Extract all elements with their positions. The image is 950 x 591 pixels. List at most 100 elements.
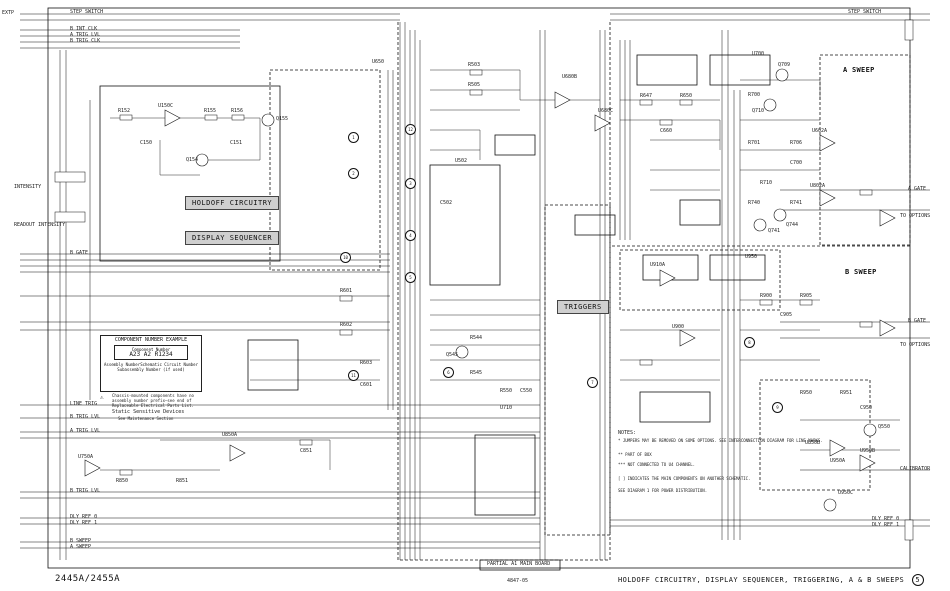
component-example-mid-note: Subassembly Number (if used) <box>117 367 185 372</box>
ic-label: U950 <box>745 254 758 260</box>
part-label: R544 <box>470 335 483 341</box>
ic-label: Q710 <box>752 108 765 114</box>
part-label: R706 <box>790 140 803 146</box>
diagram-title: HOLDOFF CIRCUITRY, DISPLAY SEQUENCER, TR… <box>618 574 924 586</box>
ic-label: U650 <box>372 59 385 65</box>
left-label: B TRIG LVL <box>70 488 101 494</box>
ic-label: Q709 <box>778 62 791 68</box>
page-ref-circle: 1 <box>348 132 359 143</box>
right-label: DLY REF 1 <box>872 522 900 528</box>
note-line: *** NOT CONNECTED TO U4 CHANNEL. <box>618 462 696 467</box>
diagram-title-text: HOLDOFF CIRCUITRY, DISPLAY SEQUENCER, TR… <box>618 576 905 584</box>
ic-label: Q154 <box>186 157 199 163</box>
right-label: A GATE <box>908 186 927 192</box>
left-label: LINE TRIG <box>70 401 98 407</box>
left-label: B SWEEP <box>70 538 92 544</box>
static-note-line2: See Maintenance Section <box>118 416 174 421</box>
part-label: R900 <box>760 293 773 299</box>
vertical-trunks <box>59 22 741 560</box>
connector-symbols <box>54 19 914 541</box>
right-label: TO OPTIONS <box>900 342 931 348</box>
triggers-label: TRIGGERS <box>557 300 609 314</box>
part-label: R905 <box>800 293 813 299</box>
ic-label: U150C <box>158 103 174 109</box>
page-ref-circle: 7 <box>587 377 598 388</box>
ic-label: Q744 <box>786 222 799 228</box>
page-ref-circle: 6 <box>443 367 454 378</box>
ic-label: Q741 <box>768 228 781 234</box>
a-sweep-label: A SWEEP <box>843 66 875 74</box>
part-label: C905 <box>780 312 793 318</box>
holdoff-circuitry-label: HOLDOFF CIRCUITRY <box>185 196 280 210</box>
component-example-notes: Assembly Number Schematic Circuit Number <box>101 362 201 367</box>
page-ref-circle: 5 <box>405 272 416 283</box>
part-label: R601 <box>340 288 353 294</box>
part-label: C660 <box>660 128 673 134</box>
part-label: R951 <box>840 390 853 396</box>
left-label: EXTP <box>2 10 15 16</box>
right-label: STEP SWITCH <box>848 9 882 15</box>
right-label: CALIBRATOR <box>900 466 931 472</box>
component-example-code: A23 A2 R1234 <box>129 351 173 358</box>
part-label: C502 <box>440 200 453 206</box>
part-label: R602 <box>340 322 353 328</box>
part-label: R647 <box>640 93 653 99</box>
ic-label: U680B <box>562 74 578 80</box>
page-ref-circle: 10 <box>340 252 351 263</box>
opamp-symbols <box>84 91 896 477</box>
part-label: R741 <box>790 200 803 206</box>
component-example-left-note: Assembly Number <box>104 362 141 367</box>
part-label: R850 <box>116 478 129 484</box>
page-ref-circle: 12 <box>405 124 416 135</box>
left-label: A SWEEP <box>70 544 92 550</box>
sheet-number: 5 <box>911 574 924 586</box>
right-label: B GATE <box>908 318 927 324</box>
ic-label: Q155 <box>276 116 289 122</box>
ic-label: U802A <box>810 183 826 189</box>
component-footnote-1: Chassis-mounted components have no <box>112 393 194 398</box>
part-label: R503 <box>468 62 481 68</box>
part-label: R740 <box>748 200 761 206</box>
page-ref-circle: 9 <box>772 402 783 413</box>
part-label: R851 <box>176 478 189 484</box>
note-line: * JUMPERS MAY BE REMOVED ON SOME OPTIONS… <box>618 438 823 443</box>
ic-label: U950B <box>860 448 876 454</box>
ic-label: U602A <box>812 128 828 134</box>
right-label: DLY REF 0 <box>872 516 900 522</box>
left-label: STEP SWITCH <box>70 9 104 15</box>
partial-board-label: PARTIAL A1 MAIN BOARD <box>487 561 551 567</box>
ic-label: U950A <box>830 458 846 464</box>
ic-label: U710 <box>500 405 513 411</box>
part-label: R650 <box>680 93 693 99</box>
component-example-right-note: Schematic Circuit Number <box>140 362 198 367</box>
note-line: ** PART OF BOX <box>618 452 652 457</box>
left-label: B TRIG CLK <box>70 38 101 44</box>
transistor-symbols <box>195 68 877 512</box>
part-label: C700 <box>790 160 803 166</box>
page-ref-circle: 2 <box>348 168 359 179</box>
component-example-heading: COMPONENT NUMBER EXAMPLE <box>114 337 188 343</box>
left-label: A TRIG LVL <box>70 32 101 38</box>
part-label: C150 <box>140 140 153 146</box>
internal-wiring <box>100 69 900 471</box>
left-label: READOUT INTENSITY <box>14 222 66 228</box>
ic-label: U750A <box>78 454 94 460</box>
page-ref-circle: 3 <box>405 178 416 189</box>
component-footnote-3: Replaceable Electrical Parts List. <box>112 403 194 408</box>
ic-label: U910A <box>650 262 666 268</box>
part-label: R505 <box>468 82 481 88</box>
b-sweep-label: B SWEEP <box>845 268 877 276</box>
component-example-code-box: Component Number A23 A2 R1234 <box>114 345 188 360</box>
part-label: R156 <box>231 108 244 114</box>
ic-label: U950C <box>838 490 854 496</box>
part-label: R950 <box>800 390 813 396</box>
note-line: [ ] INDICATES THE MAIN COMPONENTS ON ANO… <box>618 476 751 481</box>
left-label: B INT CLK <box>70 26 98 32</box>
left-label: INTENSITY <box>14 184 42 190</box>
part-label: C851 <box>300 448 313 454</box>
page-ref-circle: 11 <box>348 370 359 381</box>
display-sequencer-label: DISPLAY SEQUENCER <box>185 231 280 245</box>
left-label: B TRIG LVL <box>70 414 101 420</box>
note-line: SEE DIAGRAM 1 FOR POWER DISTRIBUTION. <box>618 488 708 493</box>
